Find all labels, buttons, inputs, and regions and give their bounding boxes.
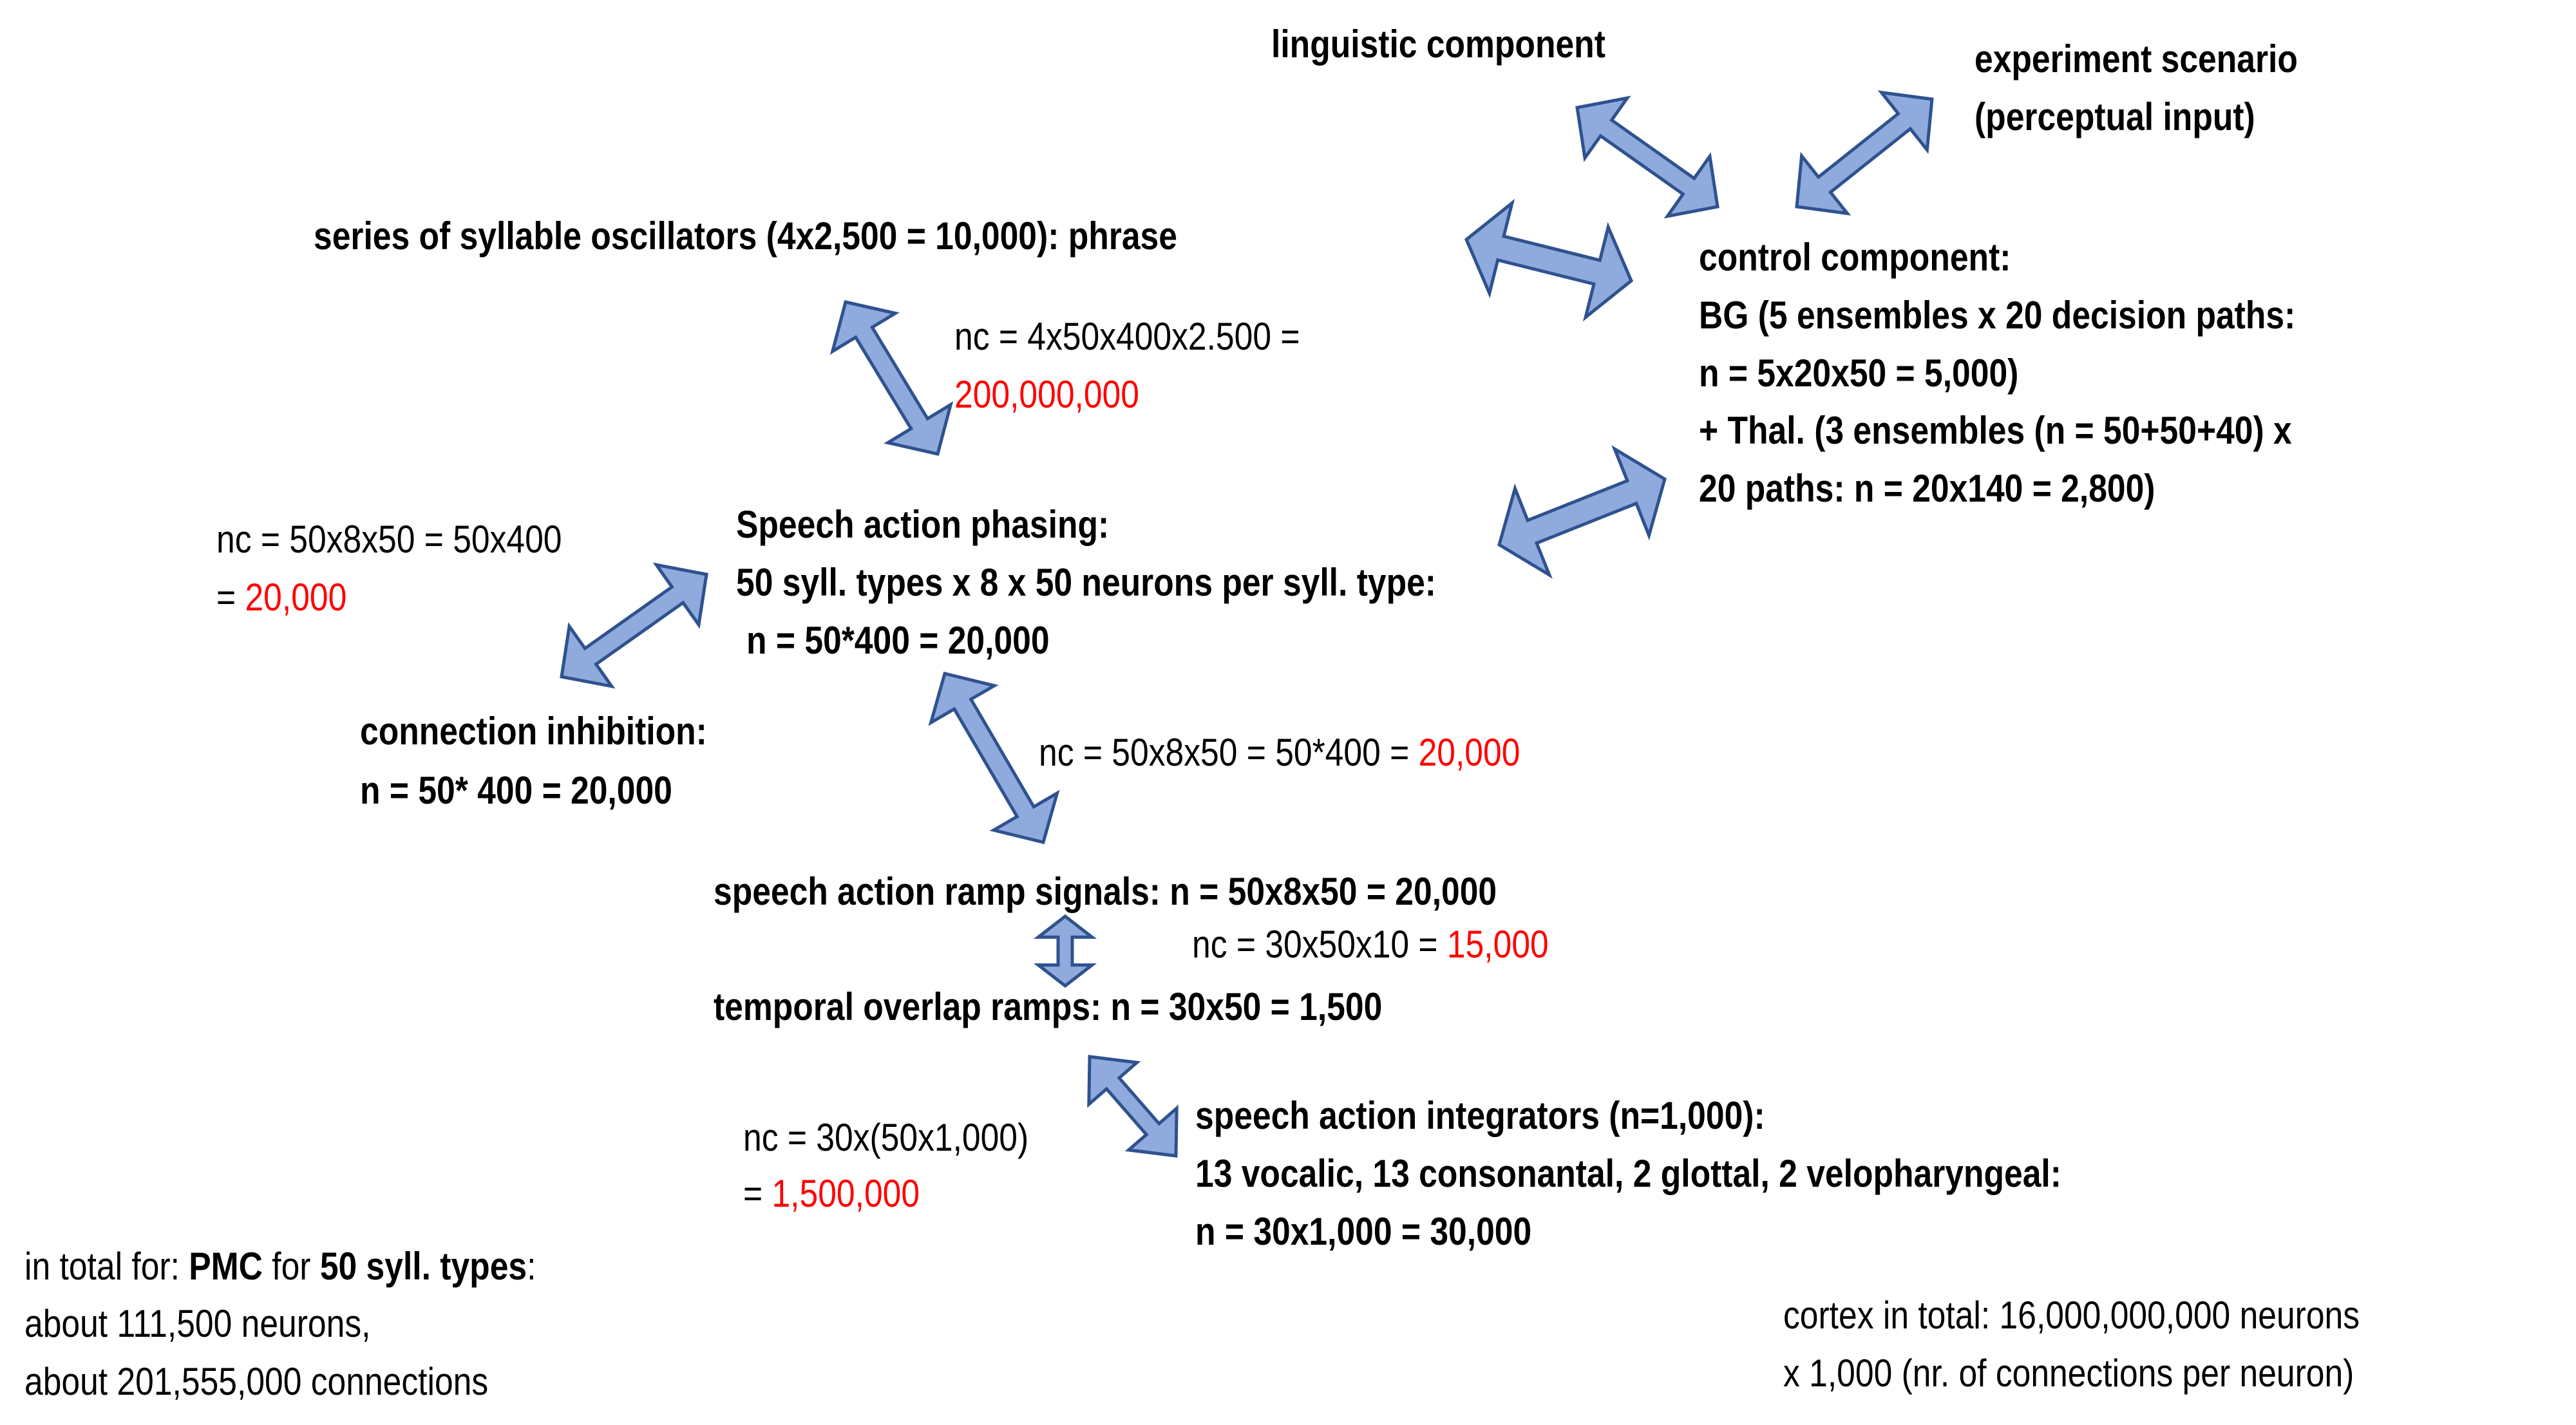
nc-integrators-formula: nc = 30x(50x1,000) xyxy=(743,1116,1029,1159)
arrow-phasing-inhibition xyxy=(560,562,708,689)
total-heading: in total for: PMC for 50 syll. types: xyxy=(24,1244,536,1289)
total-neurons: about 111,500 neurons, xyxy=(24,1302,371,1345)
phasing-n: n = 50*400 = 20,000 xyxy=(746,619,1050,662)
cortex-total-neurons: cortex in total: 16,000,000,000 neurons xyxy=(1783,1294,2360,1337)
arrow-phasing-ramp xyxy=(928,671,1060,845)
phasing-title: Speech action phasing: xyxy=(736,503,1110,546)
overlap-ramps-label: temporal overlap ramps: n = 30x50 = 1,50… xyxy=(714,985,1383,1028)
arrow-ramp-overlap xyxy=(1033,914,1097,988)
nc-ramp-result: nc = 50x8x50 = 50*400 = 20,000 xyxy=(1039,730,1520,775)
control-component-thal: + Thal. (3 ensembles (n = 50+50+40) x xyxy=(1699,409,2292,452)
total-intro: in total for: xyxy=(24,1245,189,1288)
arrow-experiment-control xyxy=(1795,90,1934,216)
syllable-oscillators-label: series of syllable oscillators (4x2,500 … xyxy=(314,214,1177,258)
nc-inhibition-result: = 20,000 xyxy=(216,575,346,620)
nc-inhibition-formula: nc = 50x8x50 = 50x400 xyxy=(216,518,562,561)
total-pmc: PMC xyxy=(189,1245,263,1288)
total-types: 50 syll. types xyxy=(319,1245,527,1288)
control-component-title: control component: xyxy=(1699,236,2011,279)
nc-ramp-formula: nc = 50x8x50 = 50*400 = xyxy=(1039,731,1419,774)
nc-overlap-formula: nc = 30x50x10 = xyxy=(1192,923,1447,966)
control-component-bg: BG (5 ensembles x 20 decision paths: xyxy=(1699,294,2296,337)
inhibition-title: connection inhibition: xyxy=(360,710,707,753)
arrow-overlap-integrators xyxy=(1087,1055,1179,1158)
nc-overlap-value: 15,000 xyxy=(1446,923,1549,966)
nc-overlap-result: nc = 30x50x10 = 15,000 xyxy=(1192,922,1549,967)
nc-integrators-result: = 1,500,000 xyxy=(743,1171,920,1216)
arrow-linguistic-control xyxy=(1575,95,1719,219)
nc-inhibition-prefix: = xyxy=(216,576,245,619)
total-colon: : xyxy=(527,1245,536,1288)
cortex-connections: x 1,000 (nr. of connections per neuron) xyxy=(1783,1352,2354,1395)
integrators-title: speech action integrators (n=1,000): xyxy=(1195,1094,1765,1137)
nc-inhibition-value: 20,000 xyxy=(245,576,347,619)
arrow-control-phasing xyxy=(1497,445,1667,579)
arrow-oscillators-control xyxy=(1464,198,1634,322)
arrow-oscillators-phasing xyxy=(829,300,954,456)
nc-series-value: 200,000,000 xyxy=(954,373,1139,416)
integrators-n: n = 30x1,000 = 30,000 xyxy=(1195,1210,1532,1253)
nc-ramp-value: 20,000 xyxy=(1418,731,1520,774)
perceptual-input-label: (perceptual input) xyxy=(1975,95,2255,138)
linguistic-component-label: linguistic component xyxy=(1271,23,1605,66)
control-component-thal-n: 20 paths: n = 20x140 = 2,800) xyxy=(1699,467,2155,510)
inhibition-n: n = 50* 400 = 20,000 xyxy=(360,769,672,812)
nc-integrators-prefix: = xyxy=(743,1172,772,1215)
phasing-description: 50 syll. types x 8 x 50 neurons per syll… xyxy=(736,561,1436,604)
total-for: for xyxy=(262,1245,320,1288)
control-component-bg-n: n = 5x20x50 = 5,000) xyxy=(1699,352,2019,395)
ramp-signals-label: speech action ramp signals: n = 50x8x50 … xyxy=(714,870,1497,913)
experiment-scenario-label: experiment scenario xyxy=(1975,37,2298,80)
nc-series-formula: nc = 4x50x400x2.500 = xyxy=(954,315,1300,358)
total-connections: about 201,555,000 connections xyxy=(24,1360,489,1403)
nc-integrators-value: 1,500,000 xyxy=(772,1172,920,1215)
integrators-types: 13 vocalic, 13 consonantal, 2 glottal, 2… xyxy=(1195,1152,2061,1195)
